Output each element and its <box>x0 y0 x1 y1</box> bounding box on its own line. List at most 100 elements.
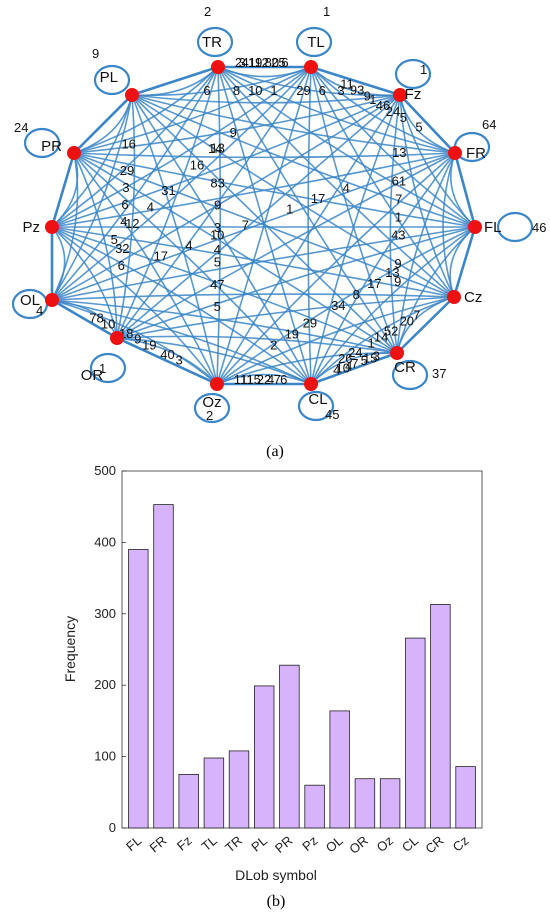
node-label-CR: CR <box>394 359 416 376</box>
edge-Cz-OL <box>51 293 455 301</box>
edge-CL-OR <box>116 337 312 385</box>
edge-Cz-CL <box>310 296 455 385</box>
edge-Cz-OR <box>116 296 455 339</box>
edge-weight-label: 2 <box>235 55 242 70</box>
edge-weight-label: 16 <box>190 158 204 173</box>
edge-weight-label: 2 <box>270 338 277 353</box>
edge-TR-CR <box>217 66 398 354</box>
bar-Fz <box>178 773 199 829</box>
edge-weight-label: 3 <box>122 180 129 195</box>
node-label-OR: OR <box>81 367 104 384</box>
edge-weight-label: 24 <box>386 104 400 119</box>
node-TL <box>304 60 318 74</box>
x-tick-OL: OL <box>323 833 346 856</box>
bar-FR <box>153 504 174 829</box>
edge-Fz-Cz <box>399 94 455 298</box>
edge-weight-label: 3 <box>214 220 221 235</box>
edge-weight-label: 20 <box>400 314 414 329</box>
edge-weight-label: 83 <box>210 176 224 191</box>
self-loop-CL <box>297 390 335 422</box>
node-label-FR: FR <box>466 145 486 162</box>
edge-ring-CR <box>310 351 398 386</box>
node-label-TR: TR <box>202 34 222 51</box>
edge-weight-label: 13 <box>385 265 399 280</box>
edge-FR-PL <box>131 94 456 154</box>
edge-weight-label: 10 <box>210 228 224 243</box>
edge-OR-PL <box>116 94 136 339</box>
node-FR <box>448 146 462 160</box>
self-loop-count-TL: 1 <box>323 4 330 19</box>
node-Fz <box>393 88 407 102</box>
edge-CL-PR <box>73 152 312 385</box>
node-OR <box>110 331 124 345</box>
edge-weight-label: 7 <box>242 217 249 232</box>
edge-weight-label: 4 <box>185 238 192 253</box>
node-label-Oz: Oz <box>202 394 221 411</box>
edge-ring-PR <box>73 94 133 154</box>
edge-weight-label: 6 <box>203 83 210 98</box>
edge-Fz-CL <box>310 94 401 385</box>
self-loop-count-FL: 46 <box>532 220 546 235</box>
edge-weight-label: 6 <box>121 197 128 212</box>
edge-weight-label: 40 <box>160 347 174 362</box>
edge-weight-label: 10 <box>336 361 350 376</box>
edge-weight-label: 4 <box>147 200 154 215</box>
x-tick-PR: PR <box>272 833 295 856</box>
edge-weight-label: 1 <box>270 83 277 98</box>
edge-weight-label: 5 <box>214 299 221 314</box>
bar-OL <box>329 710 350 829</box>
edge-CL-OL <box>51 299 312 385</box>
edge-weight-label: 10 <box>101 317 115 332</box>
edge-weight-label: 3 <box>337 83 344 98</box>
x-tick-Fz: Fz <box>174 833 195 854</box>
node-label-PR: PR <box>41 138 62 155</box>
edge-Fz-Oz <box>216 94 401 385</box>
x-tick-Oz: Oz <box>374 833 396 855</box>
edge-OL-PR <box>51 152 79 301</box>
edge-CR-Pz <box>51 226 398 354</box>
edge-CR-OL <box>51 299 398 354</box>
x-tick-OR: OR <box>346 833 371 857</box>
edge-FL-OR <box>116 226 476 339</box>
node-Oz <box>210 377 224 391</box>
edge-weight-label: 5 <box>400 110 407 125</box>
edge-weight-label: 31 <box>161 183 175 198</box>
edge-TR-PR <box>73 66 219 154</box>
edge-ring-Pz <box>50 152 76 228</box>
self-loop-count-PL: 9 <box>92 46 99 61</box>
edge-weight-label: 9 <box>230 125 237 140</box>
edge-FR-Oz <box>216 152 456 385</box>
edge-Cz-PR <box>73 152 455 298</box>
edge-Oz-PL <box>131 94 218 385</box>
edge-weight-label: 4 <box>345 358 352 373</box>
edge-OR-PR <box>73 152 118 339</box>
edge-Fz-CR <box>389 94 401 354</box>
edge-weight-label: 14 <box>208 141 222 156</box>
node-FL <box>468 220 482 234</box>
x-tick-PL: PL <box>248 833 270 855</box>
bar-Cz <box>455 766 476 829</box>
edge-weight-label: 6 <box>319 83 326 98</box>
x-tick-Pz: Pz <box>299 833 320 854</box>
self-loop-count-Fz: 1 <box>420 62 427 77</box>
edge-Cz-Oz <box>216 296 455 385</box>
edge-ring-TL <box>310 65 401 97</box>
edge-weight-label: 5 <box>415 120 422 135</box>
edge-weight-label: 93 <box>350 83 364 98</box>
node-label-TL: TL <box>307 34 325 51</box>
edge-weight-label: 1 <box>395 209 402 224</box>
edge-Fz-OL <box>51 94 401 301</box>
x-tick-TR: TR <box>222 833 245 856</box>
edge-weight-label: 7 <box>351 356 358 371</box>
self-loop-count-OR: 1 <box>99 361 106 376</box>
edge-Fz-OR <box>116 94 401 339</box>
edge-TL-CL <box>307 66 312 385</box>
edge-weight-label: 9 <box>134 332 141 347</box>
edge-weight-label: 17 <box>367 276 381 291</box>
edge-weight-label: 34 <box>331 298 345 313</box>
edge-FL-PL <box>131 94 476 228</box>
node-label-Cz: Cz <box>464 289 482 306</box>
edge-Fz-PR <box>73 94 401 154</box>
